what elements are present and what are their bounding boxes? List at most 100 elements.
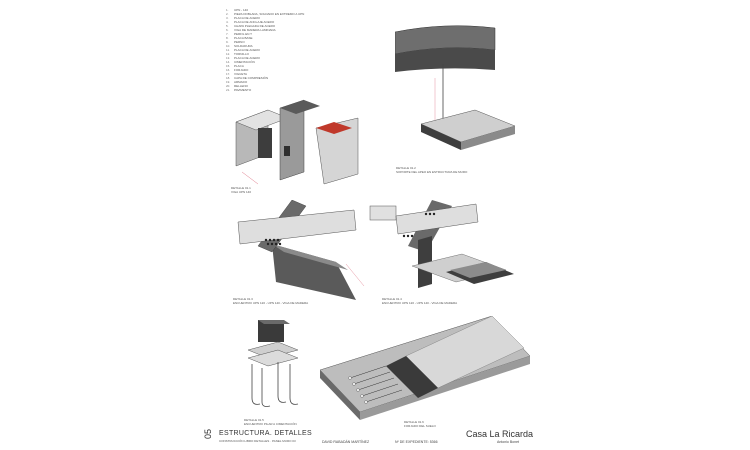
legend-item: 5. CHAPA PLEGADA DE ACERO — [226, 24, 366, 28]
legend-item: 15.PLACA — [226, 64, 366, 68]
legend-item-number: 3. — [226, 16, 229, 20]
legend-item-number: 7. — [226, 32, 229, 36]
detail-05-drawing — [247, 320, 299, 407]
bolt-block — [284, 146, 290, 156]
timber-beam — [237, 209, 357, 245]
timber-beam — [395, 203, 479, 235]
legend-item: 11.PLACA DE ACERO — [226, 48, 366, 52]
legend-item-text: CAPA DE COMPRESIÓN — [234, 76, 269, 80]
legend-item-text: VIGA DE MADERA LAMINADA — [234, 28, 276, 32]
bolt-dots — [402, 212, 436, 238]
legend-item-text: PERFIL EN T — [234, 32, 253, 36]
pavement-layer — [405, 316, 525, 389]
legend-item: 9. PERNO — [226, 40, 366, 44]
detail-06-drawing — [320, 316, 530, 420]
upn-right-top — [280, 100, 320, 114]
legend-item: 14.CIMENTACIÓN — [226, 60, 366, 64]
legend-item-number: 11. — [226, 48, 230, 52]
legend-item: 1. UPN - 140 — [226, 8, 366, 12]
detail-02-caption: DETALLE 01.2 — [396, 166, 416, 170]
legend-item: 8.PLACA BASE — [226, 36, 366, 40]
legend-item-number: 13. — [226, 56, 231, 60]
legend-item: 10.SOLDADURA — [226, 44, 366, 48]
legend-item-text: PLACA DE ACERO — [234, 56, 261, 60]
detail-06-caption: DETALLE 01.6 — [404, 420, 424, 424]
legend-item-text: TORNILLO — [234, 52, 249, 56]
slab-side — [360, 356, 530, 420]
legend-item-number: 16. — [226, 68, 231, 72]
slab-front — [320, 370, 360, 420]
legend-item-number: 10. — [226, 44, 231, 48]
legend-item-text: PERNO — [234, 40, 245, 44]
rebar-grid — [349, 365, 403, 403]
legend-list: 1. UPN - 140 2. PIEZA DOBLADA, SOLDADO EN E… — [226, 8, 366, 92]
perforated-plate-dots — [264, 238, 282, 246]
sheet-title: ESTRUCTURA. DETALLES — [219, 430, 312, 437]
legend-item-text: PLACA — [234, 64, 244, 68]
legend-item: 4.PLACA DE ANCLAJE ACERO — [226, 20, 366, 24]
legend-item: 20.RELLENO — [226, 84, 366, 88]
author-name: DAVID RABADÁN MARTÍNEZ — [322, 440, 370, 444]
detail-02-subcaption: SOPORTE DEL APEO EN ESTRUCTURA DE MURO — [396, 170, 468, 174]
rebar-ends — [348, 376, 368, 404]
legend-item-text: VIGUETA — [234, 72, 247, 76]
upn-right-body — [279, 99, 305, 181]
loose-plate-top — [450, 262, 506, 278]
support-base — [421, 124, 461, 150]
legend-item-number: 14. — [226, 60, 231, 64]
legend-item-text: CIMENTACIÓN — [234, 60, 255, 64]
legend-item-text: ARMADO — [234, 80, 248, 84]
legend-item: 3. PLACA DE ACERO — [226, 16, 366, 20]
legend-item: 18.CAPA DE COMPRESIÓN — [226, 76, 366, 80]
legend-item-number: 12. — [226, 52, 231, 56]
detail-03-caption: DETALLE 01.3 — [233, 297, 253, 301]
legend-item-text: FORJADO — [234, 68, 249, 72]
sheet-subtitle: CONSTRUCCIÓN LIBRO DETALLES · PANEL MURO… — [219, 439, 296, 443]
legend-item-text: CHAPA PLEGADA DE ACERO — [234, 24, 276, 28]
support-side — [461, 126, 515, 150]
detail-03-subcaption: ENCUENTRO UPN 120 - UPN 140 - VIGA DE MA… — [233, 301, 309, 305]
timber-block — [369, 205, 397, 221]
detail-03-drawing — [237, 200, 365, 300]
legend-item-text: PLACA DE ANCLAJE ACERO — [234, 20, 275, 24]
legend-item: 13.PLACA DE ACERO — [226, 56, 366, 60]
legend-item-number: 9. — [226, 40, 229, 44]
legend-item-number: 6. — [226, 28, 229, 32]
legend-item-number: 17. — [226, 72, 231, 76]
legend-item-text: PIEZA DOBLADA, SOLDADO EN EXTREMO A UPN — [234, 12, 305, 16]
legend-item: 6. VIGA DE MADERA LAMINADA — [226, 28, 366, 32]
legend-item-text: PAVIMENTO — [234, 88, 252, 92]
legend-item-text: PLACA DE ACERO — [234, 16, 261, 20]
deck-slab — [272, 244, 356, 300]
detail-04-caption: DETALLE 01.4 — [382, 297, 402, 301]
architect-name: Antonio Bonet — [497, 440, 519, 444]
legend-item-text: UPN - 140 — [234, 8, 249, 12]
detail-02-drawing — [395, 25, 516, 150]
detail-05-subcaption: ENCUENTRO PILAR A CIMENTACIÓN — [244, 422, 297, 426]
legend-item-number: 8. — [226, 36, 229, 40]
detail-04-drawing — [369, 200, 514, 288]
legend-item-text: RELLENO — [234, 84, 249, 88]
legend-item: 12.TORNILLO — [226, 52, 366, 56]
detail-01-caption: DETALLE 01.1 — [231, 186, 251, 190]
legend-item: 7. PERFIL EN T — [226, 32, 366, 36]
dim-line — [345, 263, 365, 287]
project-name: Casa La Ricarda — [466, 429, 534, 439]
legend-item-number: 19. — [226, 80, 231, 84]
legend-item: 19.ARMADO — [226, 80, 366, 84]
legend-item-number: 20. — [226, 84, 231, 88]
legend-item-number: 2. — [226, 12, 229, 16]
compression-layer — [386, 356, 438, 398]
anchor-bolts — [251, 362, 299, 407]
deck-slab-top — [272, 244, 348, 270]
sheet-number: 05 — [203, 428, 213, 439]
legend-item-number: 1. — [226, 8, 229, 12]
legend-item-number: 15. — [226, 64, 231, 68]
red-section — [316, 122, 352, 134]
detail-04-subcaption: ENCUENTRO UPN 120 - UPN 140 - VIGA DE MA… — [382, 301, 458, 305]
legend-item-number: 18. — [226, 76, 231, 80]
dim-line — [241, 171, 259, 185]
legend-item-number: 5. — [226, 24, 229, 28]
legend-item: 2. PIEZA DOBLADA, SOLDADO EN EXTREMO A UP… — [226, 12, 366, 16]
legend-item: 16.FORJADO — [226, 68, 366, 72]
